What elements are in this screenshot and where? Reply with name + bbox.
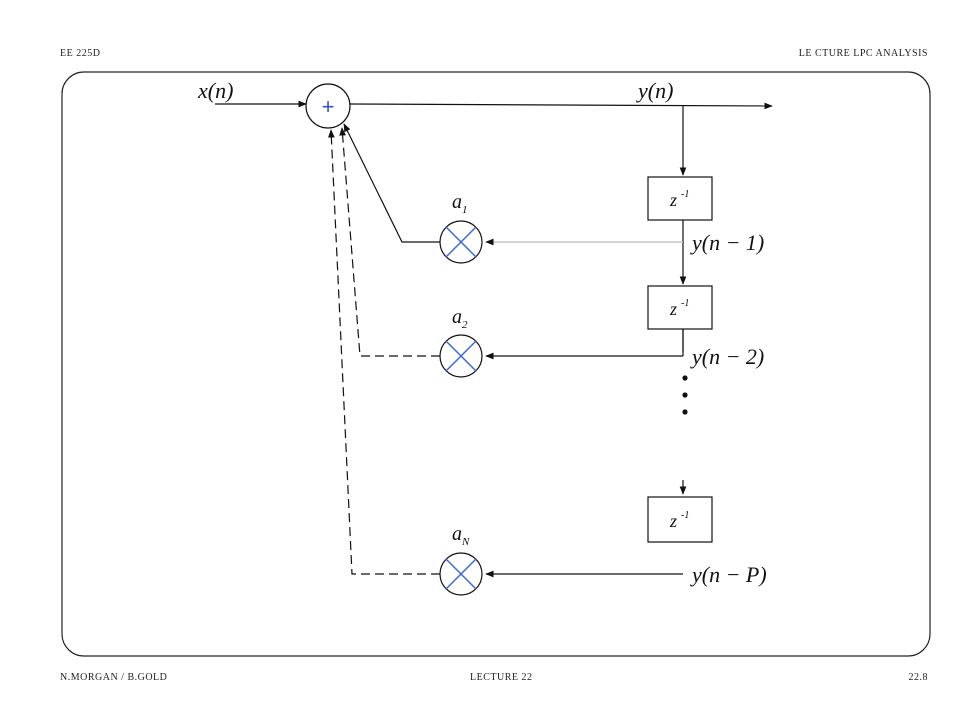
- output-line: [349, 102, 773, 110]
- input-label: x(n): [197, 78, 233, 103]
- header-course: EE 225D: [60, 48, 101, 59]
- footer-authors: N.MORGAN / B.GOLD: [60, 672, 168, 683]
- delay-3-base: z: [669, 511, 677, 531]
- tap-label-3: y(n − P): [690, 562, 767, 587]
- delay-1-base: z: [669, 190, 677, 210]
- coefficient-label-1: a1: [452, 191, 468, 216]
- adder-plus-symbol: +: [322, 94, 335, 119]
- delay-block-1: [647, 176, 713, 221]
- delay-2-base: z: [669, 299, 677, 319]
- multiplier-3: [439, 552, 483, 596]
- footer-lecture-number: LECTURE 22: [470, 672, 533, 683]
- adder-node: [305, 83, 351, 129]
- coefficient-label-3: aN: [452, 523, 470, 548]
- delay-2-exponent: -1: [681, 298, 689, 309]
- delay-3-exponent: -1: [681, 510, 689, 521]
- delay-1-exponent: -1: [681, 189, 689, 200]
- feedback-path-1: [343, 123, 440, 243]
- coefficient-label-2: a2: [452, 306, 468, 331]
- multiplier-2: [439, 334, 483, 378]
- multiplier-1: [439, 220, 483, 264]
- header-lecture-title: LE CTURE LPC ANALYSIS: [798, 48, 928, 59]
- output-label: y(n): [636, 78, 673, 103]
- delay-block-2: [647, 285, 713, 330]
- feedback-path-3: [328, 129, 440, 575]
- delay-block-3: [647, 496, 713, 543]
- footer-page-number: 22.8: [908, 672, 928, 683]
- ellipsis-dots: [682, 375, 688, 415]
- feedback-path-2: [339, 127, 440, 357]
- slide-frame: [61, 71, 931, 657]
- tap-label-1: y(n − 1): [690, 230, 764, 255]
- tap-label-2: y(n − 2): [690, 344, 764, 369]
